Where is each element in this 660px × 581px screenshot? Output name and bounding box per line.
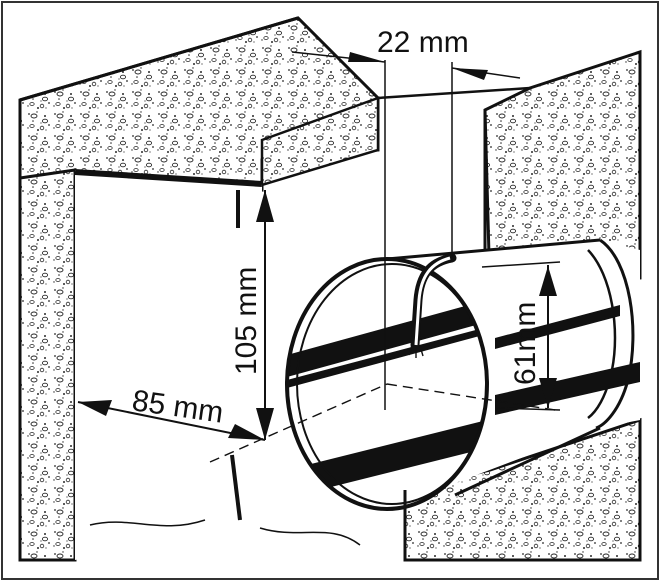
worktop-front-edge <box>260 96 380 187</box>
label-105mm: 105 mm <box>230 267 263 375</box>
pipe-bottom-edge <box>454 426 601 497</box>
dimension-105mm-tick <box>230 454 242 521</box>
break-mark-left <box>89 519 206 527</box>
worktop-underside-line <box>74 169 263 187</box>
label-22mm: 22 mm <box>377 26 469 59</box>
centre-line-diagonal <box>209 383 388 463</box>
dimension-61mm: 61mm <box>481 261 561 411</box>
pipe-stripe-lower <box>495 362 640 415</box>
pipe-end-ring <box>595 238 635 430</box>
dimension-105mm: 105 mm <box>230 190 274 521</box>
hole-interior-shading <box>287 300 487 498</box>
worktop-top-edge <box>19 16 299 102</box>
dimension-22mm: 22 mm <box>291 26 521 410</box>
hole-rim-inner <box>296 263 488 505</box>
centre-line-horizontal <box>386 383 556 411</box>
cabinet-opening <box>75 170 262 560</box>
hose-highlight <box>414 256 451 346</box>
hose-wires <box>408 344 424 358</box>
pipe-top-edge <box>386 238 601 261</box>
wall-top-edge <box>377 86 531 100</box>
pipe-stripe-upper <box>495 305 620 349</box>
cabinet-side-wall <box>18 168 77 562</box>
break-mark-right <box>259 527 361 546</box>
pipe-end-ring-inner <box>587 249 617 419</box>
label-61mm: 61mm <box>509 302 542 385</box>
